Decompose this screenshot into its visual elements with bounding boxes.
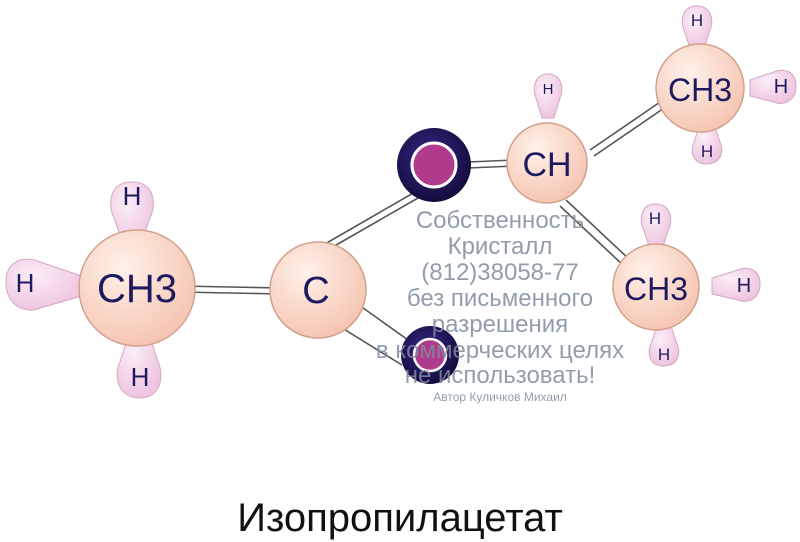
h-ch3top-top: H	[681, 5, 713, 49]
h-label: H	[543, 81, 554, 98]
h-ch3right-right: H	[711, 267, 761, 302]
watermark-author: Автор Куличков Михаил	[433, 390, 567, 405]
watermark-line-4: без письменного	[406, 284, 594, 312]
bond-c-o-upper	[317, 191, 416, 249]
ch3-right-label: CH3	[624, 271, 688, 307]
atom-ch3-right: CH3	[612, 243, 700, 331]
ch-label: CH	[522, 146, 571, 184]
h-ch3right-top: H	[640, 203, 672, 247]
atom-ch3-left: CH3	[78, 229, 196, 347]
h-label: H	[691, 11, 703, 30]
h-label: H	[701, 142, 713, 161]
watermark: Собственность Кристалл (812)38058-77 без…	[300, 208, 700, 404]
atom-c-center: C	[269, 241, 367, 339]
atom-oxygen-lower	[401, 326, 459, 384]
bond-ch-ch3top	[589, 97, 667, 151]
watermark-line-6: в коммерческих целях	[375, 336, 625, 364]
watermark-line-3: (812)38058-77	[421, 258, 579, 286]
h-label: H	[16, 268, 35, 298]
h-label: H	[658, 345, 670, 364]
diagram-title: Изопропилацетат	[237, 496, 563, 540]
h-ch-top: H	[533, 73, 563, 119]
atom-ch: CH	[506, 122, 588, 204]
bond-c-o-upper-b	[323, 197, 419, 253]
h-label: H	[649, 209, 661, 228]
bond-ch-ch3top-b	[593, 103, 671, 157]
watermark-line-2: Кристалл	[447, 232, 553, 260]
watermark-line-1: Собственность	[415, 207, 585, 234]
atom-oxygen-upper	[397, 128, 471, 202]
atom-ch3-top: CH3	[655, 43, 745, 133]
h-ch3top-right: H	[749, 69, 797, 104]
bond-ch-ch3right-b	[559, 205, 625, 267]
h-label: H	[737, 275, 751, 297]
ch3-left-label: CH3	[97, 267, 177, 311]
h-label: H	[123, 181, 142, 211]
bond-ch3-c-b	[179, 291, 281, 295]
bond-ch-ch3right	[565, 199, 631, 261]
bond-ch3-c	[179, 285, 281, 289]
h-label: H	[131, 362, 150, 392]
ch3-top-label: CH3	[668, 72, 732, 108]
h-label: H	[774, 76, 788, 98]
c-center-label: C	[302, 270, 329, 312]
h-left-left: H	[5, 258, 83, 311]
watermark-line-7: не использовать!	[404, 362, 596, 390]
watermark-line-5: разрешения	[431, 310, 569, 338]
h-ch3right-bottom: H	[648, 325, 680, 367]
